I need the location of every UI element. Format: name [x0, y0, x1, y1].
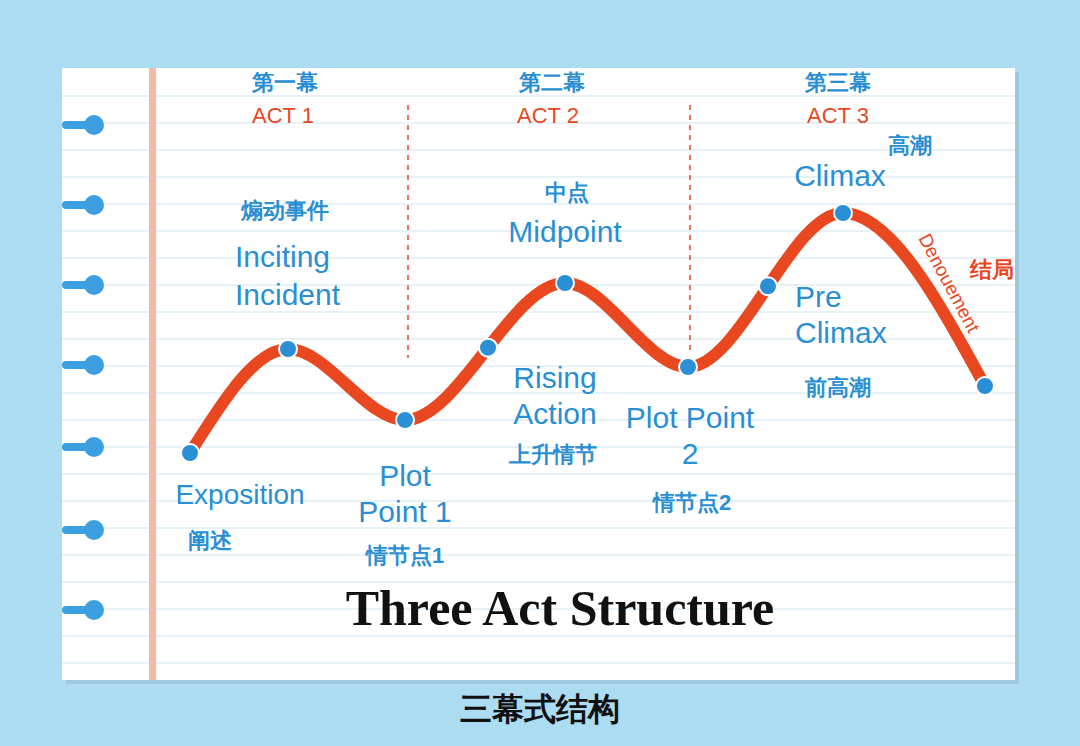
paper-rule	[62, 257, 1015, 258]
plot-point-dot	[279, 340, 297, 358]
act-title: 第三幕	[805, 70, 871, 96]
spiral-ring	[62, 437, 104, 457]
point-label-en: Exposition	[175, 478, 304, 512]
point-label-zh: 前高潮	[805, 375, 871, 401]
point-label-en: Pre Climax	[795, 279, 920, 351]
ring-hole	[84, 115, 104, 135]
plot-point-dot	[976, 377, 994, 395]
paper-rule	[62, 473, 1015, 474]
spiral-ring	[62, 355, 104, 375]
notebook-paper	[62, 68, 1015, 680]
plot-point-dot	[181, 444, 199, 462]
ring-hole	[84, 437, 104, 457]
diagram-caption: 三幕式结构	[460, 690, 620, 728]
story-curve	[181, 204, 994, 462]
spiral-ring	[62, 600, 104, 620]
plot-point-dot	[396, 411, 414, 429]
ending-label: 结局	[970, 257, 1014, 283]
point-label-zh: 中点	[545, 180, 589, 206]
act-divider	[407, 105, 409, 358]
spiral-ring	[62, 115, 104, 135]
act-title: 第二幕	[519, 70, 585, 96]
plot-point-dot	[679, 358, 697, 376]
spiral-ring	[62, 520, 104, 540]
act-number: ACT 1	[252, 103, 314, 129]
plot-curve	[190, 213, 985, 453]
act-title: 第一幕	[252, 70, 318, 96]
ring-hole	[84, 355, 104, 375]
spiral-ring	[62, 195, 104, 215]
point-label-en: Inciting Incident	[235, 238, 390, 313]
act-number: ACT 2	[517, 103, 579, 129]
point-label-zh: 高潮	[888, 133, 932, 159]
point-label-zh: 煽动事件	[241, 198, 329, 224]
ring-hole	[84, 600, 104, 620]
spiral-ring	[62, 275, 104, 295]
paper-rule	[62, 284, 1015, 285]
paper-rule	[62, 95, 1015, 96]
ring-hole	[84, 520, 104, 540]
act-divider	[689, 105, 691, 352]
plot-point-dot	[759, 277, 777, 295]
point-label-en: Midpoint	[508, 214, 621, 250]
paper-rule	[62, 554, 1015, 555]
paper-rule	[62, 311, 1015, 312]
point-label-en: Plot Point 2	[625, 400, 755, 472]
paper-rule	[62, 662, 1015, 663]
plot-point-dot	[556, 274, 574, 292]
point-label-zh: 情节点1	[366, 543, 444, 569]
paper-rule	[62, 203, 1015, 204]
point-label-en: Climax	[794, 158, 886, 194]
paper-rule	[62, 149, 1015, 150]
paper-rules	[62, 96, 1015, 663]
point-label-zh: 阐述	[188, 528, 232, 554]
plot-point-dot	[834, 204, 852, 222]
ring-hole	[84, 275, 104, 295]
diagram-title: Three Act Structure	[346, 578, 775, 638]
ring-hole	[84, 195, 104, 215]
margin-line	[149, 68, 156, 680]
point-label-en: Rising Action	[493, 360, 618, 432]
point-label-en: Plot Point 1	[343, 458, 468, 530]
point-label-zh: 上升情节	[509, 442, 597, 468]
spiral-rings	[62, 115, 104, 620]
act-number: ACT 3	[807, 103, 869, 129]
point-label-zh: 情节点2	[653, 490, 731, 516]
plot-point-dot	[479, 339, 497, 357]
denouement-label: Denouement	[912, 230, 983, 337]
